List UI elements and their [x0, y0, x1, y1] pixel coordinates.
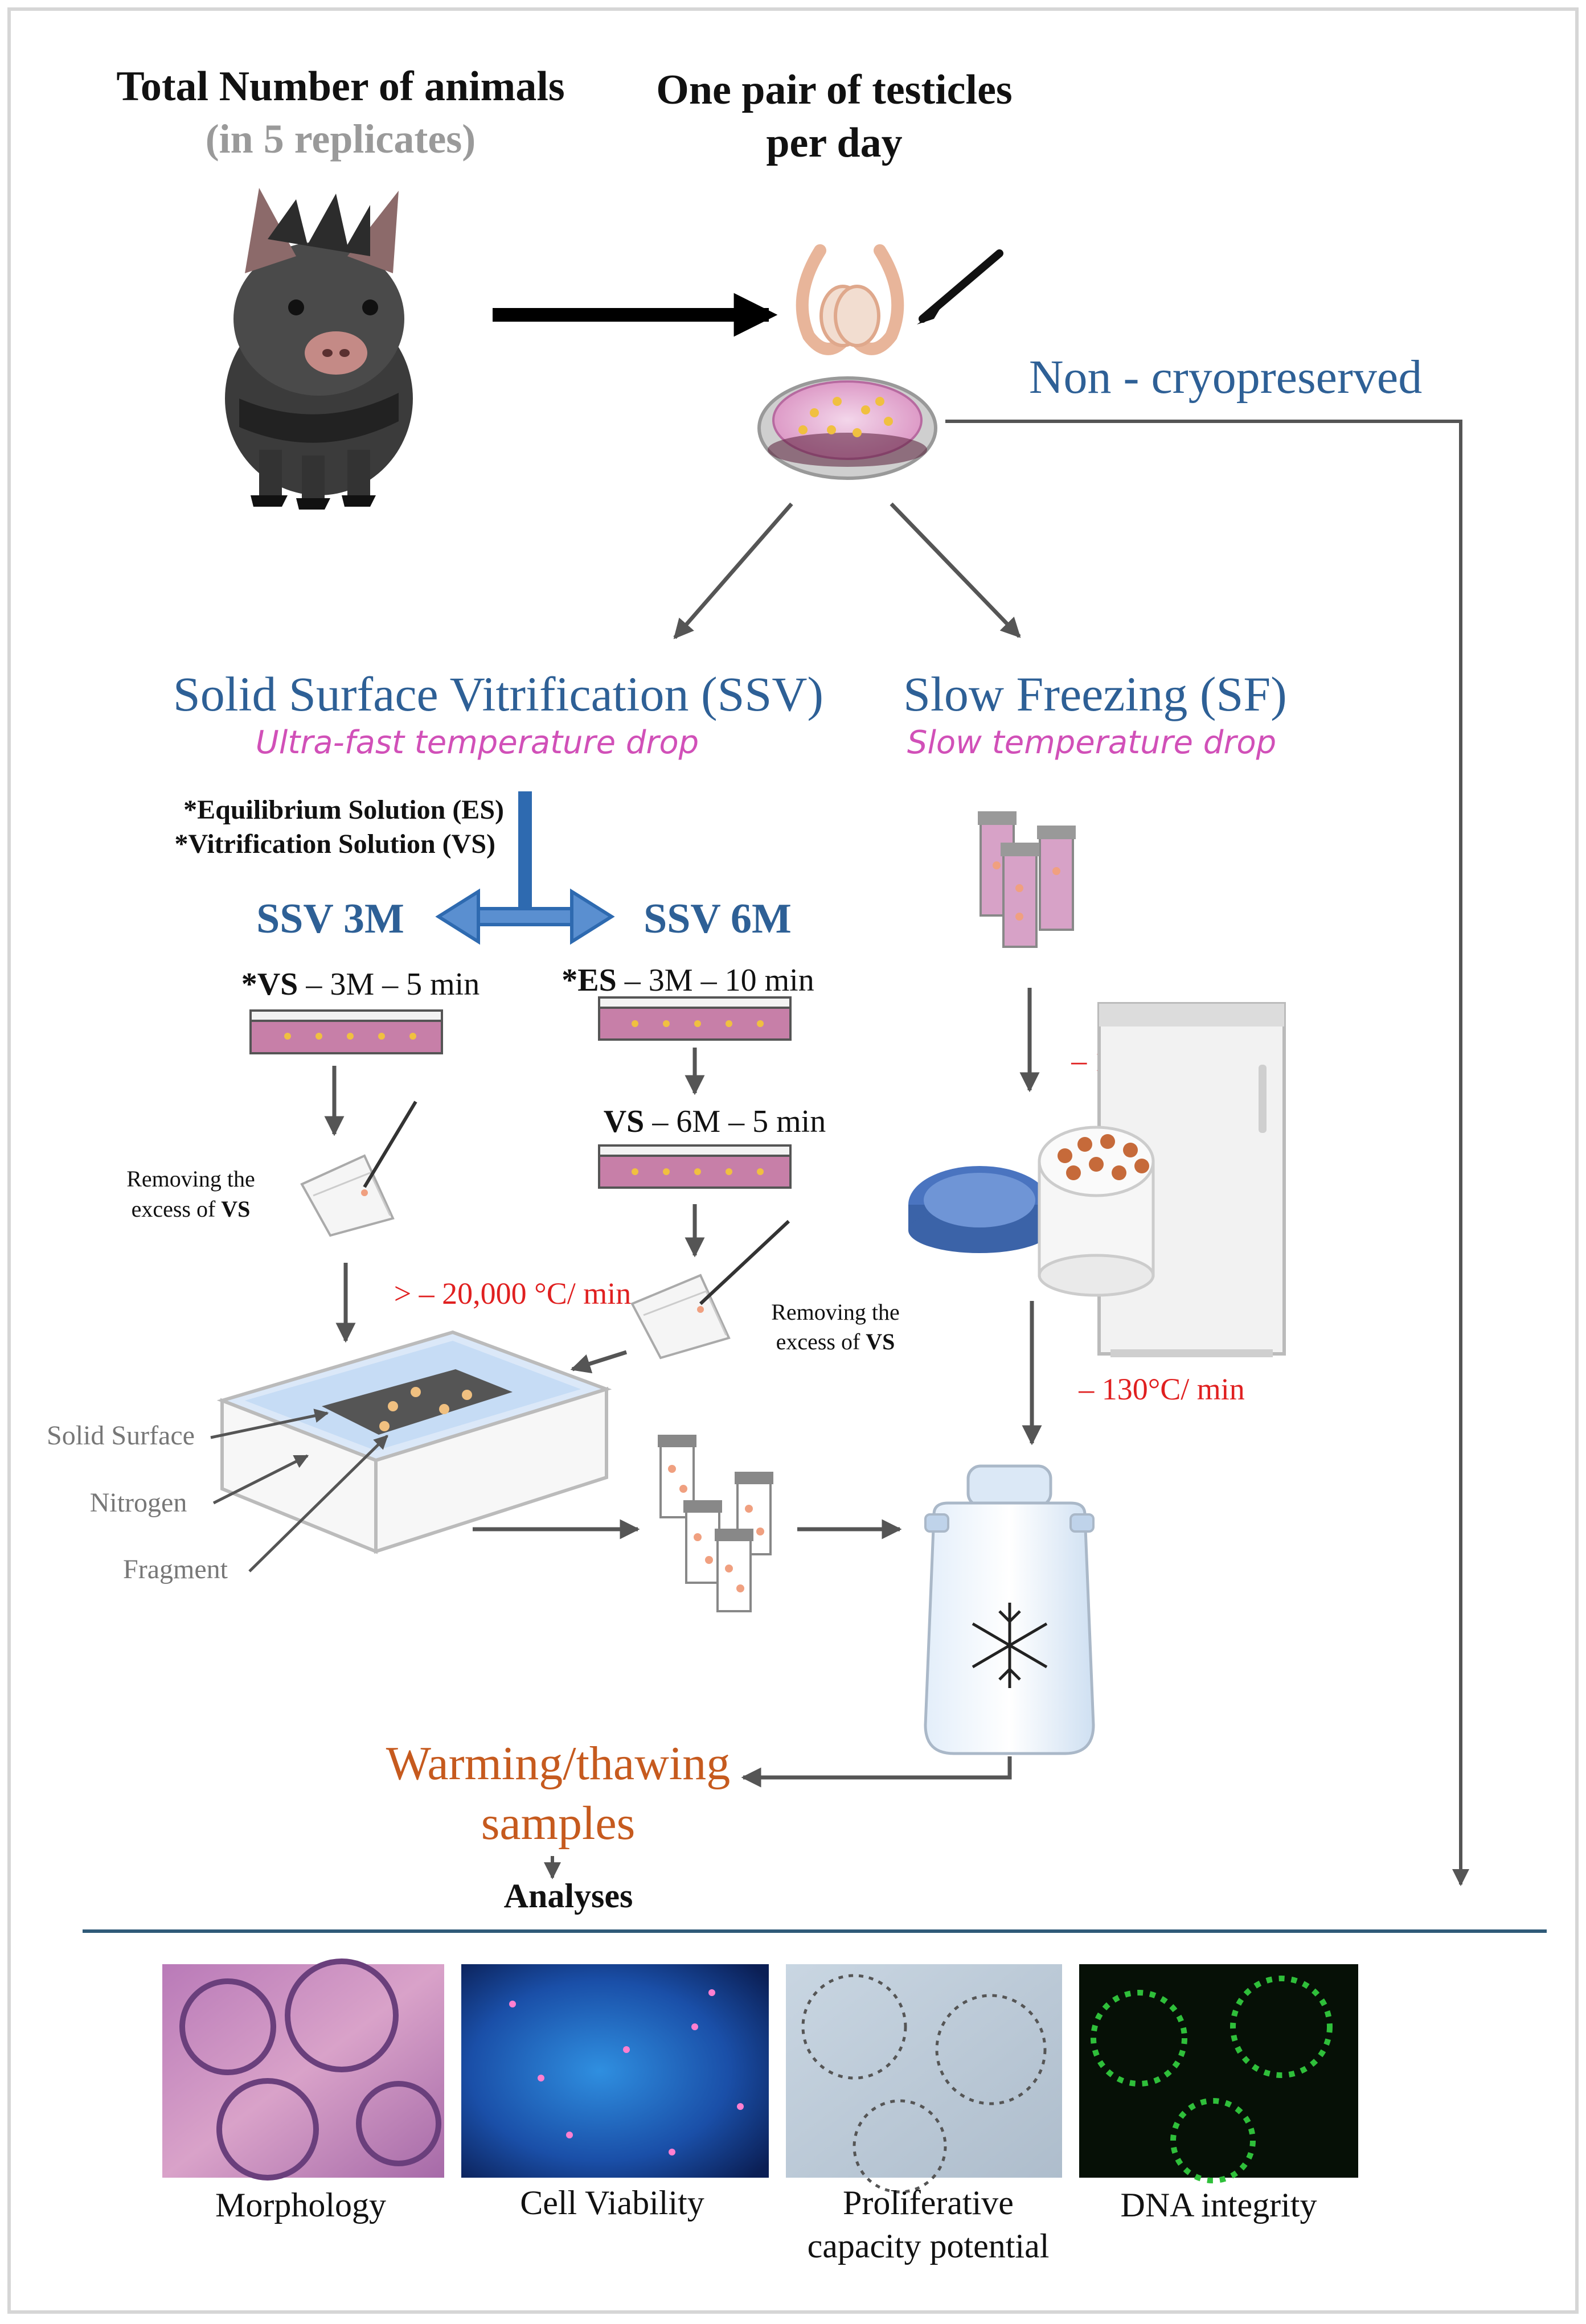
ssv-6m-label: SSV 6M — [644, 896, 792, 942]
arrow-dish-to-ssv — [673, 502, 793, 639]
ssv-subtitle: Ultra-fast temperature drop — [256, 724, 699, 761]
arrow-gauze6m-to-tray — [570, 1350, 628, 1374]
pointer-fragment — [248, 1435, 388, 1572]
ssv-3m-label: SSV 3M — [256, 896, 404, 942]
petri-dish-icon — [598, 996, 792, 1041]
gauze-icon — [630, 1220, 790, 1360]
snowflake-icon — [972, 1603, 1048, 1688]
analysis-label-dna-integrity: DNA integrity — [1121, 2186, 1317, 2224]
morphology-image — [162, 1958, 444, 2181]
testicles-title-line1: One pair of testicles — [656, 67, 1012, 113]
removing-excess-6m-line2: excess of VS — [776, 1329, 895, 1354]
sf-rate2-label: – 130°C/ min — [1078, 1372, 1245, 1406]
arrow-non-cryopreserved — [945, 420, 1469, 1886]
non-cryopreserved-label: Non - cryopreserved — [1029, 351, 1422, 404]
step-3m-vs: *VS – 3M – 5 min — [241, 967, 480, 1002]
step-6m-vs: VS – 6M – 5 min — [604, 1104, 826, 1139]
gauze-icon — [300, 1101, 417, 1237]
ssv-title: Solid Surface Vitrification (SSV) — [173, 667, 823, 721]
testicles-title-line2: per day — [766, 120, 902, 166]
warming-title-line1: Warming/thawing — [386, 1737, 730, 1790]
animals-subtitle: (in 5 replicates) — [206, 116, 476, 162]
sf-title: Slow Freezing (SF) — [903, 667, 1287, 721]
animals-title: Total Number of animals — [116, 63, 564, 110]
proliferative-capacity-image — [786, 1964, 1062, 2194]
removing-excess-3m-line2: excess of VS — [132, 1196, 251, 1222]
warming-title-line2: samples — [481, 1797, 636, 1850]
pointer-solid-surface — [210, 1409, 329, 1439]
scalpel-icon — [917, 249, 1003, 325]
sf-subtitle: Slow temperature drop — [907, 724, 1276, 761]
analysis-label-morphology: Morphology — [215, 2186, 386, 2224]
testicles-icon — [796, 244, 904, 355]
label-nitrogen: Nitrogen — [90, 1488, 187, 1518]
petri-dish-icon — [249, 1009, 443, 1054]
removing-excess-6m-line1: Removing the — [771, 1299, 900, 1325]
pointer-nitrogen — [212, 1454, 309, 1505]
analysis-label-proliferative-line1: Proliferative — [843, 2184, 1014, 2222]
removing-excess-3m-line1: Removing the — [126, 1166, 255, 1192]
petri-dish-icon — [757, 376, 937, 480]
analysis-label-cell-viability: Cell Viability — [520, 2184, 704, 2222]
ssv-rate-label: > – 20,000 °C/ min — [394, 1276, 632, 1311]
label-solid-surface: Solid Surface — [47, 1420, 195, 1451]
split-arrow — [435, 791, 615, 945]
vial-icon — [658, 1435, 773, 1612]
petri-dish-icon — [598, 1144, 792, 1189]
es-note: *Equilibrium Solution (ES) — [183, 795, 504, 825]
vial-icon — [978, 811, 1076, 948]
step-6m-es: *ES – 3M – 10 min — [562, 963, 814, 998]
arrow-dish-to-sf — [890, 502, 1021, 638]
cell-viability-image — [461, 1964, 769, 2178]
analysis-label-proliferative-line2: capacity potential — [808, 2227, 1050, 2265]
label-fragment: Fragment — [123, 1554, 228, 1584]
arrow-dewar-to-warming — [741, 1756, 1012, 1788]
boar-icon — [225, 188, 413, 510]
solid-surface-tray — [216, 1330, 612, 1554]
analyses-title: Analyses — [504, 1877, 633, 1915]
cryo-canister-icon — [908, 1126, 1155, 1297]
vs-note: *Vitrification Solution (VS) — [174, 829, 495, 859]
dna-integrity-image — [1079, 1964, 1358, 2183]
